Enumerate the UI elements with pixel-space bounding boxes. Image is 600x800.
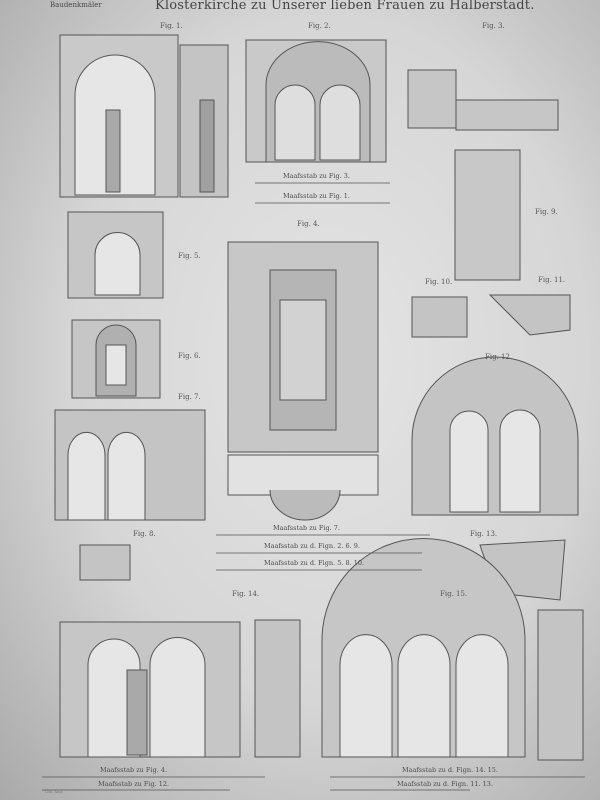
fig-6-drawing: [71, 319, 161, 399]
scale-label: Maafsstab zu Fig. 7.: [273, 524, 340, 532]
fig-5-drawing: [67, 211, 164, 299]
fig-1-drawing: [59, 34, 229, 198]
fig-label: Fig. 13.: [470, 530, 498, 538]
scale-label: Maafsstab zu Fig. 4.: [100, 766, 167, 774]
fig-12-drawing: [411, 356, 579, 516]
fig-9-drawing: [454, 149, 521, 281]
fig-label: Fig. 4.: [297, 220, 320, 228]
fig-2-drawing: [245, 39, 387, 163]
scale-label: Maafsstab zu d. Fign. 14. 15.: [402, 766, 498, 774]
scale-label: Maafsstab zu Fig. 3.: [283, 172, 350, 180]
fig-14-drawing: [59, 619, 301, 758]
plate-title: Klosterkirche zu Unserer lieben Frauen z…: [155, 0, 535, 13]
fig-8-drawing: [79, 544, 131, 581]
fig-label: Fig. 7.: [178, 393, 201, 401]
fig-label: Fig. 15.: [440, 590, 468, 598]
fig-3-drawing: [407, 69, 559, 131]
fig-label: Fig. 8.: [133, 530, 156, 538]
scale-label: Maafsstab zu d. Fign. 2. 6. 9.: [264, 542, 360, 550]
fig-label: Fig. 10.: [425, 278, 453, 286]
fig-label: Fig. 5.: [178, 252, 201, 260]
fig-7-drawing: [54, 409, 206, 521]
scale-label: Maafsstab zu Fig. 12.: [98, 780, 170, 788]
fig-4-drawing: [227, 241, 379, 521]
fig-15-drawing: [321, 538, 584, 761]
fig-label: Fig. 1.: [160, 22, 183, 30]
imprint: Lith. Anst.: [45, 790, 64, 794]
scale-label: Maafsstab zu d. Fign. 11. 13.: [397, 780, 493, 788]
scale-label: Maafsstab zu Fig. 1.: [283, 192, 350, 200]
fig-label: Fig. 2.: [308, 22, 331, 30]
fig-label: Fig. 9.: [535, 208, 558, 216]
fig-label: Fig. 12.: [485, 353, 513, 361]
fig-label: Fig. 6.: [178, 352, 201, 360]
fig-10-drawing: [411, 296, 468, 338]
scale-bars: [42, 182, 585, 791]
fig-label: Fig. 14.: [232, 590, 260, 598]
scale-label: Maafsstab zu d. Fign. 5. 8. 10.: [264, 559, 365, 567]
fig-label: Fig. 11.: [538, 276, 566, 284]
fig-label: Fig. 3.: [482, 22, 505, 30]
fig-11-drawing: [488, 294, 571, 336]
series-title: Baudenkmäler: [50, 1, 102, 9]
